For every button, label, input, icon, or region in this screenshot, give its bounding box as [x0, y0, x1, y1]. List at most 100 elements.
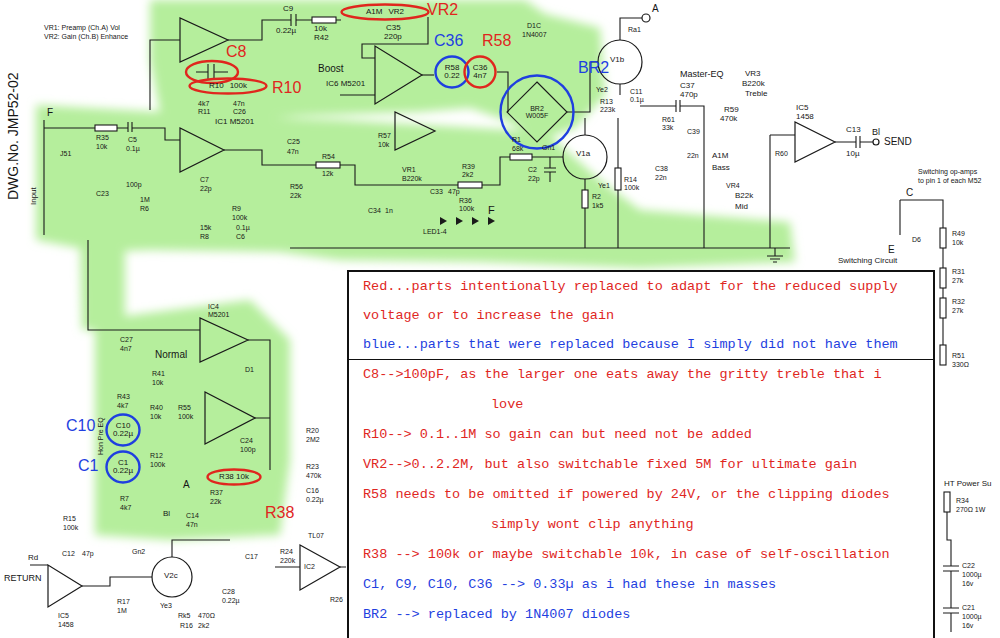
part-label: HT Power Su	[944, 480, 991, 488]
resistor-symbol	[940, 228, 946, 248]
part-label: C36	[473, 64, 488, 72]
part-label: 0.1µ	[630, 96, 644, 103]
part-label: 22n	[655, 174, 667, 181]
opamp-symbol	[48, 565, 82, 607]
part-label: 1n	[385, 207, 393, 214]
part-label: Normal	[155, 350, 187, 360]
part-label: 22k	[290, 192, 301, 199]
opamp-symbol	[205, 392, 255, 444]
part-label: R41	[152, 370, 165, 377]
part-label: C9	[283, 5, 293, 13]
part-label: D1C	[527, 22, 541, 29]
part-label: R34	[956, 497, 969, 504]
part-label: 10k	[952, 239, 963, 246]
wire	[290, 247, 790, 248]
ring-outline	[342, 5, 429, 20]
part-label: 12k	[322, 170, 333, 177]
callout-label: R58	[482, 33, 511, 49]
part-label: Switching op-amps	[918, 168, 977, 175]
opamp-symbol	[795, 122, 835, 162]
part-label: R61	[662, 116, 675, 123]
ring-outline	[188, 77, 268, 95]
part-label: 10k	[150, 413, 161, 420]
part-label: R13	[600, 98, 613, 105]
part-label: C13	[846, 126, 861, 134]
part-label: R26	[330, 596, 343, 603]
note-text: C1, C9, C10, C36 --> 0.33µ as i had thes…	[491, 570, 910, 600]
part-label: R31	[952, 268, 965, 275]
tube-symbol	[152, 557, 192, 597]
callout-ring: R38 10k	[206, 468, 262, 486]
node-text-group: R38 10k	[219, 473, 249, 481]
callout-label: R10	[272, 80, 301, 96]
part-label: 47p	[82, 550, 94, 557]
part-label: Ra1	[628, 26, 641, 33]
part-label: 0.22µ	[276, 27, 296, 35]
part-label: R9	[232, 205, 241, 212]
part-label: C22	[962, 562, 975, 569]
part-label: 10µ	[846, 150, 860, 158]
note-text: Red...parts intentionally replaced to ad…	[363, 272, 910, 330]
part-label: 1458	[58, 621, 74, 628]
part-label: 4k7	[120, 504, 131, 511]
part-label: BR2	[530, 105, 544, 112]
part-label: C17	[245, 553, 258, 560]
wire	[172, 540, 230, 557]
opamp-symbol	[180, 18, 228, 62]
callout-label: C10	[66, 418, 95, 434]
highlight-area	[150, 0, 605, 140]
part-label: R54	[322, 153, 335, 160]
part-label: C34	[368, 207, 381, 214]
callout-ring: C100.22µ	[105, 413, 141, 447]
part-label: 47n	[233, 100, 245, 107]
part-label: 27k	[952, 307, 963, 314]
part-label: 1458	[796, 113, 814, 121]
ring-outline	[340, 3, 430, 21]
led-symbol	[488, 217, 495, 225]
wire	[422, 74, 434, 75]
part-label: R39	[462, 163, 475, 170]
opamp-symbol	[200, 318, 248, 362]
part-label: R1	[512, 136, 521, 143]
part-label: IC1 M5201	[215, 118, 254, 126]
part-label: 470Ω	[198, 612, 215, 619]
part-label: VR1: Preamp (Ch.A) Vol	[44, 24, 120, 31]
part-label: 22k	[210, 498, 221, 505]
part-label: R15	[63, 515, 76, 522]
note-text: R38 --> 100k or maybe switchable 10k, in…	[491, 540, 910, 570]
part-label: R60	[775, 150, 788, 157]
part-label: R11	[198, 108, 210, 115]
wire	[44, 120, 128, 235]
part-label: R32	[952, 298, 965, 305]
highlight-area	[95, 300, 290, 540]
part-label: VR2: Gain (Ch.B) Enhance	[44, 33, 128, 40]
part-label: R6	[140, 205, 149, 212]
part-label: R56	[290, 183, 303, 190]
part-label: 270Ω 1W	[956, 506, 985, 513]
led-symbol	[456, 217, 463, 225]
part-label: Master-EQ	[680, 70, 724, 79]
part-label: Gn2	[132, 548, 145, 555]
resistor-symbol	[940, 298, 946, 318]
part-label: 470k	[306, 472, 321, 479]
part-label: Bl	[872, 128, 880, 137]
part-label: TL07	[308, 532, 324, 539]
part-label: 2k2	[462, 171, 473, 178]
node-text-group: C10.22µ	[113, 459, 133, 476]
part-label: VR3	[745, 70, 761, 78]
opamp-symbol	[395, 112, 435, 150]
ring-outline	[107, 415, 140, 446]
note-box: Red...parts intentionally replaced to ad…	[347, 270, 935, 361]
wire	[620, 18, 642, 40]
part-label: 220k	[280, 557, 295, 564]
part-label: Ye1	[598, 182, 610, 189]
wire	[619, 84, 620, 95]
node-text-group: C100.22µ	[113, 422, 133, 439]
part-label: D6	[912, 236, 921, 243]
part-label: 16v	[962, 580, 973, 587]
callout-label: DWG.No. JMP52-02	[6, 72, 20, 200]
part-label: C7	[200, 176, 209, 183]
wire	[943, 512, 959, 632]
part-label: D1	[245, 366, 254, 373]
part-label: 223k	[600, 106, 615, 113]
